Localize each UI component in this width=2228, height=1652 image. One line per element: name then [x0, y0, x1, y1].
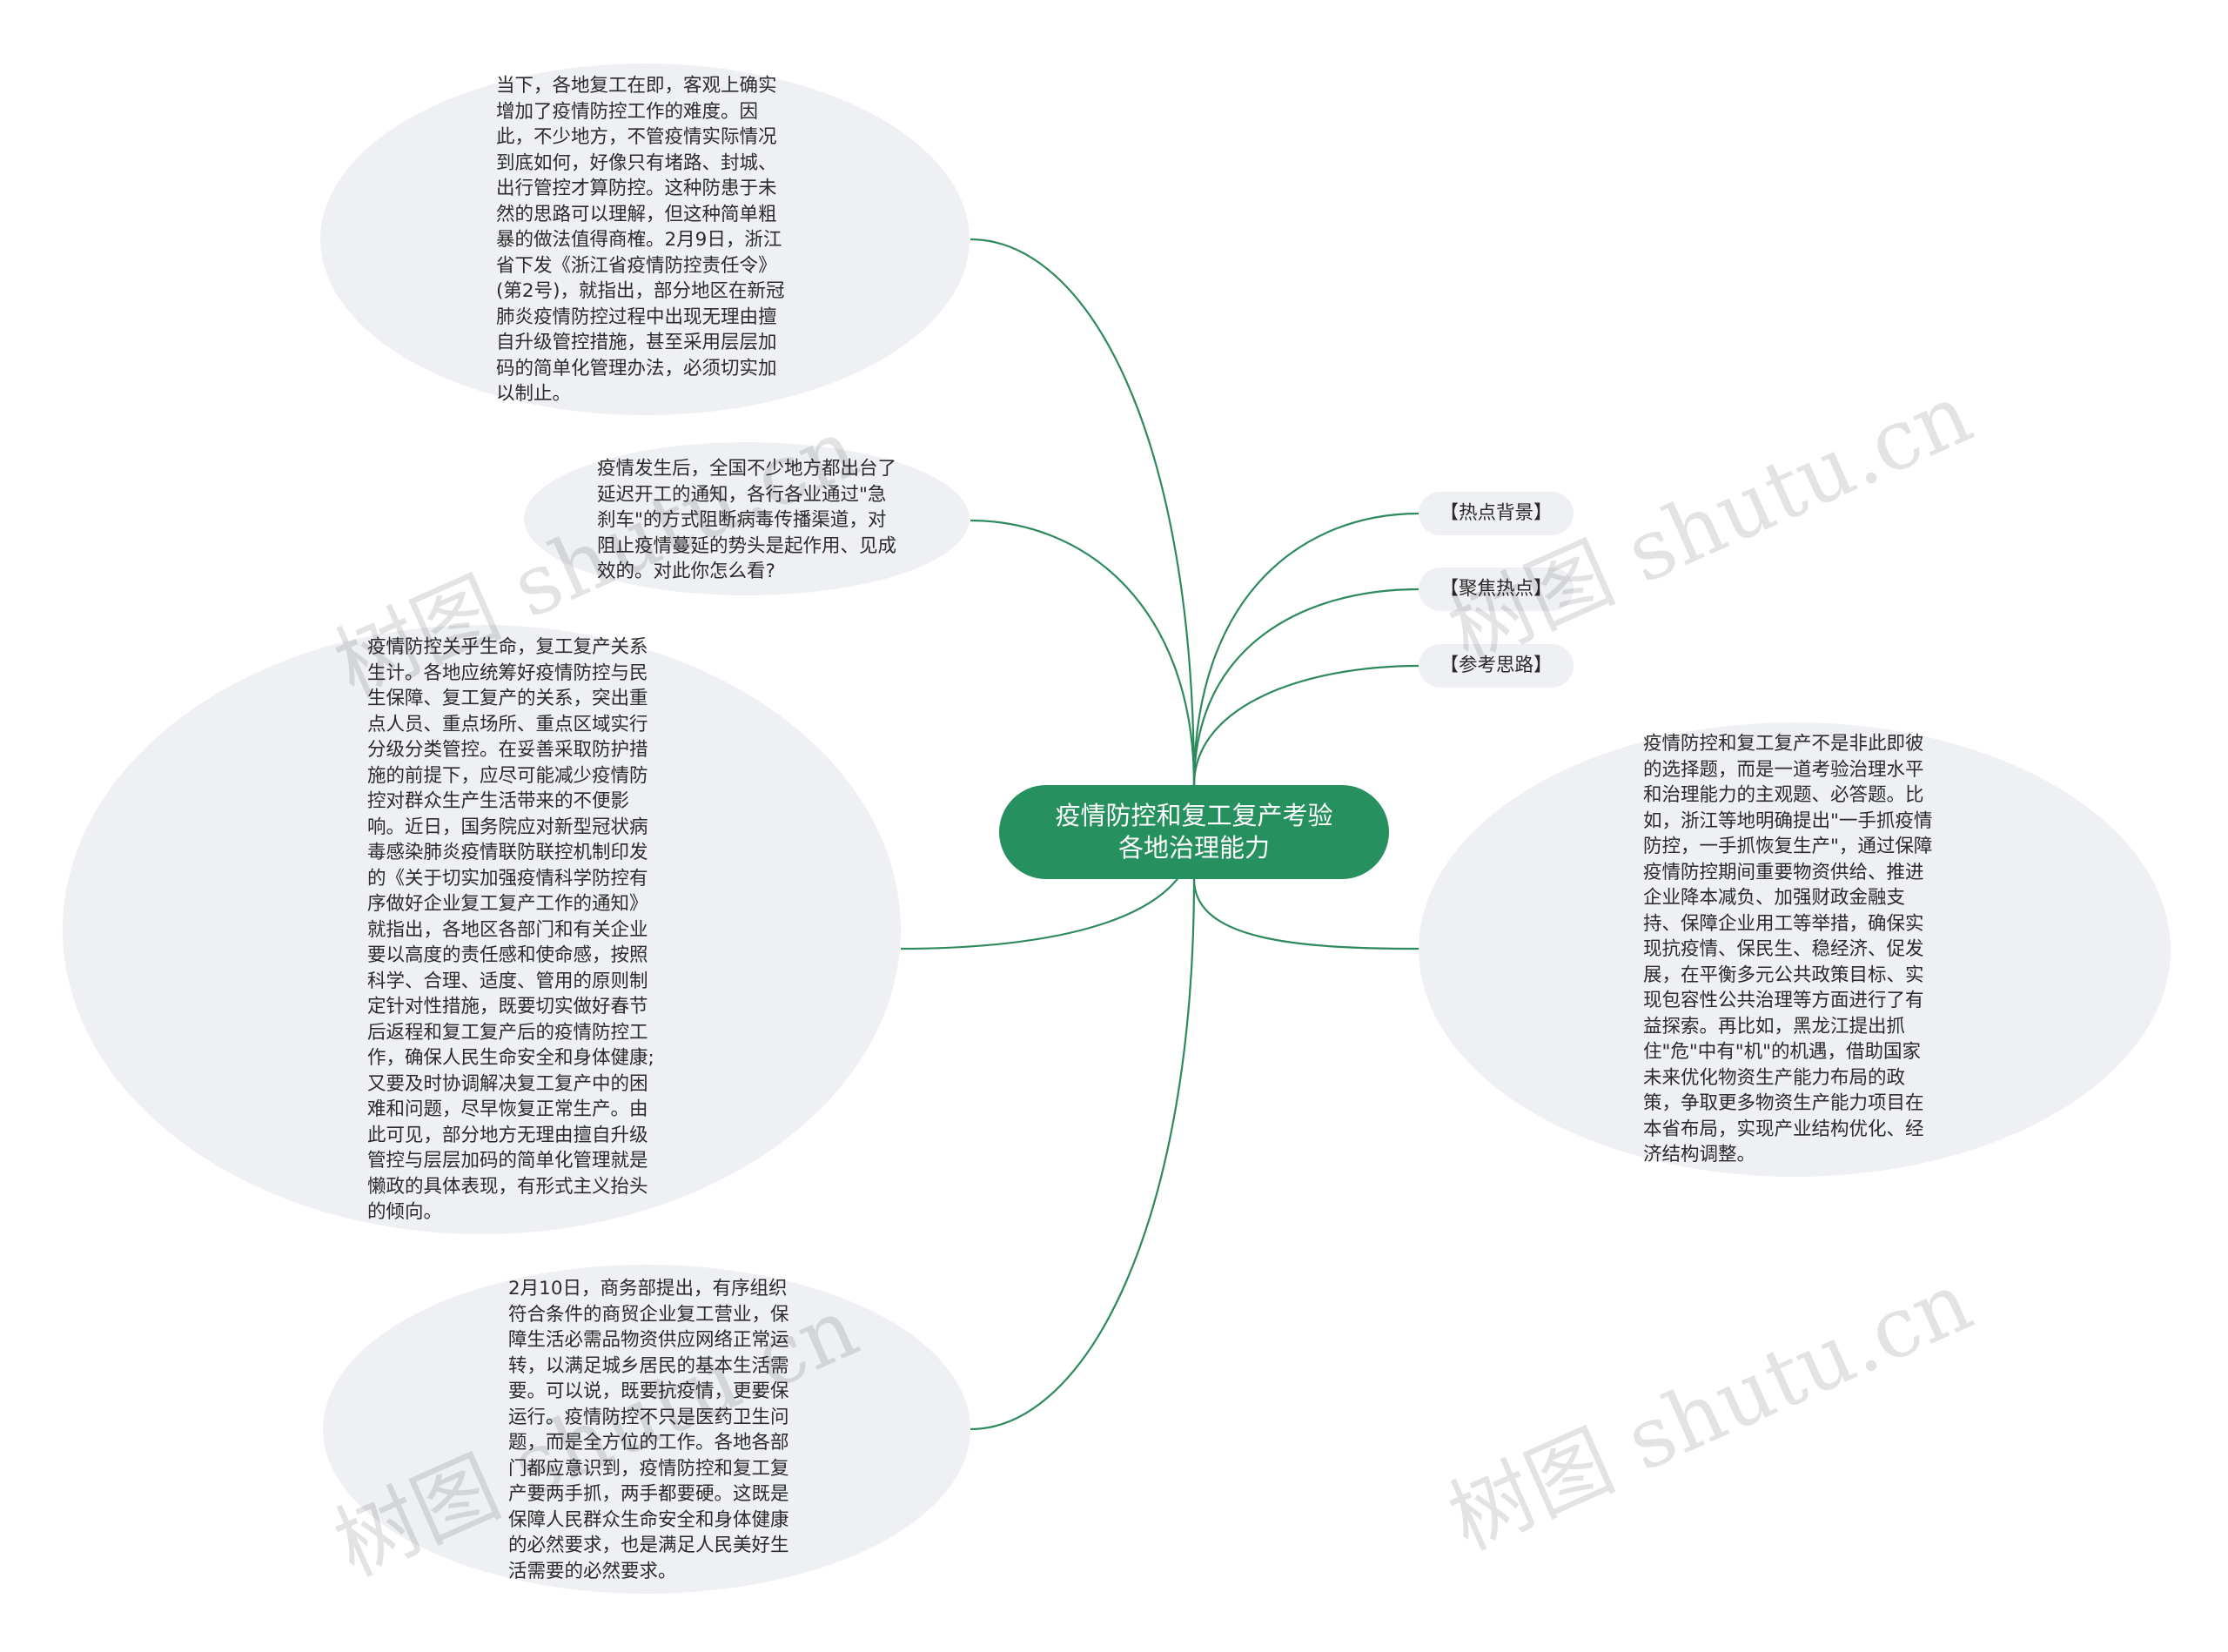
topic-bubble-5[interactable]	[1419, 722, 2171, 1177]
edge-to-node-2	[970, 519, 1196, 786]
tag-hot-background[interactable]: 【热点背景】	[1419, 492, 1574, 535]
tag-reference-ideas[interactable]: 【参考思路】	[1419, 644, 1574, 688]
central-topic[interactable]: 疫情防控和复工复产考验各地治理能力	[999, 785, 1389, 879]
topic-text-4: 2月10日，商务部提出，有序组织符合条件的商贸企业复工营业，保障生活必需品物资供…	[508, 1278, 789, 1582]
edge-to-node-5	[1192, 878, 1419, 950]
edge-to-tag-3	[1192, 664, 1419, 786]
topic-bubble-1[interactable]	[320, 64, 970, 415]
topic-bubble-3[interactable]	[63, 625, 901, 1234]
topic-text-5: 疫情防控和复工复产不是非此即彼的选择题，而是一道考验治理水平和治理能力的主观题、…	[1643, 733, 1933, 1165]
topic-text-1: 当下，各地复工在即，客观上确实增加了疫情防控工作的难度。因此，不少地方，不管疫情…	[496, 75, 785, 405]
edge-to-tag-2	[1192, 588, 1419, 786]
edge-to-node-4	[970, 878, 1196, 1431]
tag-focus-hotspot[interactable]: 【聚焦热点】	[1419, 567, 1574, 611]
topic-bubble-4[interactable]	[323, 1265, 970, 1594]
topic-bubble-2[interactable]	[524, 442, 970, 595]
edge-to-node-1	[970, 238, 1196, 786]
central-topic-label: 疫情防控和复工复产考验各地治理能力	[1055, 801, 1333, 863]
topic-text-2: 疫情发生后，全国不少地方都出台了延迟开工的通知，各行各业通过"急刹车"的方式阻断…	[597, 458, 897, 582]
edge-to-tag-1	[1192, 512, 1419, 786]
topic-text-3: 疫情防控关乎生命，复工复产关系生计。各地应统筹好疫情防控与民生保障、复工复产的关…	[367, 636, 654, 1223]
